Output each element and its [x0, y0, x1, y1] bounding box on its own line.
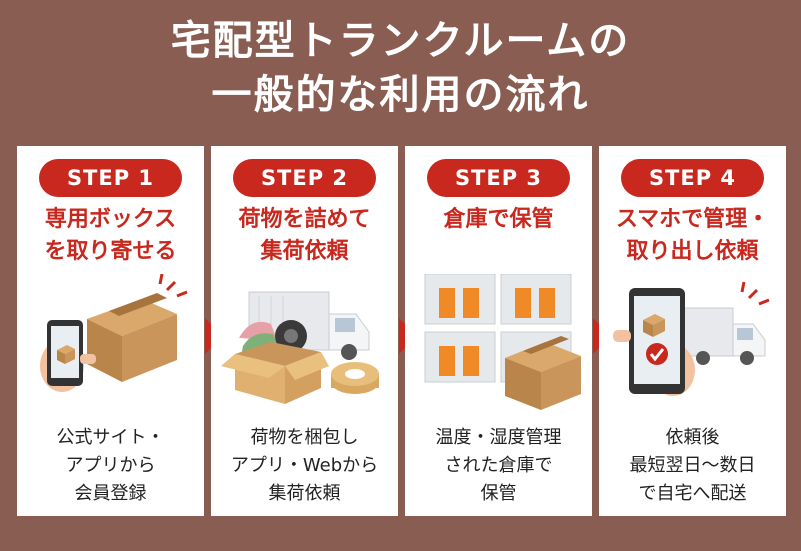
step-badge: STEP 2	[233, 159, 376, 197]
step-heading-line: 取り出し依頼	[626, 239, 759, 264]
step-heading: 倉庫で保管	[405, 204, 592, 236]
step-description-line: 集荷依頼	[268, 483, 341, 504]
step-heading-line: を取り寄せる	[44, 239, 177, 264]
step-heading-line: 倉庫で保管	[443, 207, 554, 232]
step-card-3: STEP 3 倉庫で保管 温度・湿度管理 された倉庫で 保管	[405, 146, 592, 516]
step-card-2: STEP 2 荷物を詰めて 集荷依頼 荷物を梱包し アプリ・Webから 集荷依頼	[211, 146, 398, 516]
step-card-1: STEP 1 専用ボックス を取り寄せる 公式サイト・ アプリから 会員登録	[17, 146, 204, 516]
step-heading: 荷物を詰めて 集荷依頼	[211, 204, 398, 268]
step-description: 荷物を梱包し アプリ・Webから 集荷依頼	[211, 424, 398, 508]
step-description-line: 公式サイト・	[56, 427, 165, 448]
step-description-line: 最短翌日〜数日	[629, 455, 756, 476]
step-description-line: 温度・湿度管理	[435, 427, 562, 448]
step-description: 公式サイト・ アプリから 会員登録	[17, 424, 204, 508]
title-line-2: 一般的な利用の流れ	[211, 72, 590, 118]
step-description-line: アプリから	[65, 455, 156, 476]
smartphone-and-box-illustration	[40, 274, 188, 392]
step-heading-line: 専用ボックス	[44, 207, 177, 232]
step-description: 温度・湿度管理 された倉庫で 保管	[405, 424, 592, 508]
step-badge: STEP 4	[621, 159, 764, 197]
step-description-line: された倉庫で	[444, 455, 553, 476]
step-heading-line: 荷物を詰めて	[238, 207, 371, 232]
step-badge: STEP 3	[427, 159, 570, 197]
step-badge: STEP 1	[39, 159, 182, 197]
step-heading: スマホで管理・ 取り出し依頼	[599, 204, 786, 268]
warehouse-illustration	[424, 274, 581, 410]
step-description: 依頼後 最短翌日〜数日 で自宅へ配送	[599, 424, 786, 508]
step-heading-line: スマホで管理・	[615, 207, 770, 232]
step-card-4: STEP 4 スマホで管理・ 取り出し依頼 依頼後 最短翌日〜数日 で自宅へ配送	[599, 146, 786, 516]
step-description-line: で自宅へ配送	[638, 483, 747, 504]
smartphone-delivery-illustration	[613, 281, 770, 396]
page-title: 宅配型トランクルームの 一般的な利用の流れ	[0, 14, 801, 122]
step-heading-line: 集荷依頼	[260, 239, 349, 264]
step-description-line: 保管	[480, 483, 517, 504]
step-heading: 専用ボックス を取り寄せる	[17, 204, 204, 268]
step-description-line: 荷物を梱包し	[250, 427, 359, 448]
title-line-1: 宅配型トランクルームの	[170, 18, 631, 64]
step-description-line: 会員登録	[74, 483, 147, 504]
step-description-line: 依頼後	[665, 427, 720, 448]
step-description-line: アプリ・Webから	[230, 455, 379, 476]
packing-box-illustration	[221, 291, 379, 404]
